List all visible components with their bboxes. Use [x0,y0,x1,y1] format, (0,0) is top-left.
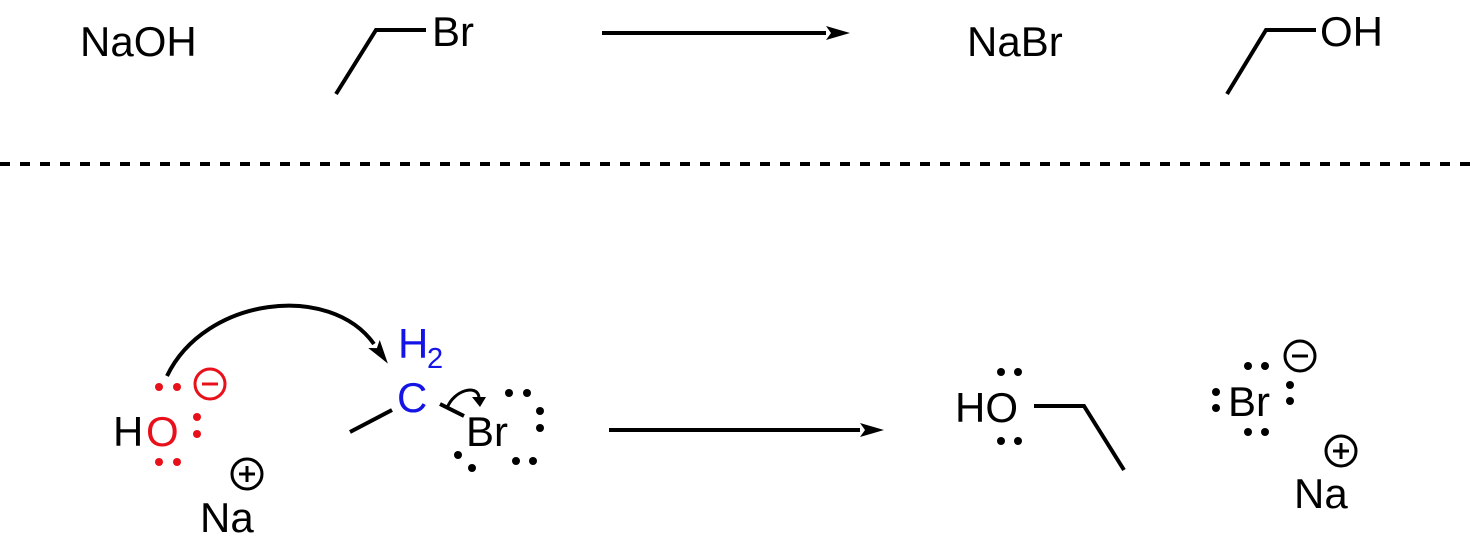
hydroxide-h: H [113,408,143,455]
leaving-br-lone-pairs [454,389,544,472]
bromoethane-br: Br [432,8,474,55]
ethanol: OH [1225,8,1383,96]
bromoethane-skeleton [334,28,426,96]
carbon-h: H [398,320,428,367]
methyl-bond [349,408,393,434]
overall-reaction: NaOH Br NaBr OH [80,8,1383,96]
ethanol-skeleton [1225,28,1316,96]
positive-charge-icon [1324,434,1358,468]
hydroxide-o: O [146,408,179,455]
negative-charge-icon [193,367,227,401]
substrate: H 2 C Br [349,320,544,472]
sodium-ion-right: Na [1294,434,1358,517]
bromide-lone-pairs [1212,362,1294,436]
leaving-group-arrow [445,388,481,409]
hydroxide-ion: H O [113,367,227,466]
bromide-br: Br [1228,378,1270,425]
carbon-h-count: 2 [427,343,443,375]
ethanol-oh: OH [1320,8,1383,55]
ethanol-product: HO [955,368,1126,472]
leaving-br: Br [466,408,508,455]
bromoethane: Br [334,8,474,96]
product-nabr: NaBr [967,18,1063,65]
carbon: C [397,374,427,421]
sodium-left-label: Na [200,494,254,541]
positive-charge-icon [230,457,264,491]
ethanol-lone-pairs [997,368,1022,445]
mechanism: H O Na H 2 [113,303,1358,541]
ethanol-ho: HO [955,384,1018,431]
negative-charge-icon [1283,339,1317,373]
leaving-group-arrow-head [472,397,486,407]
reagent-naoh: NaOH [80,18,197,65]
bromide-ion: Br [1212,339,1317,436]
nucleophilic-attack-arrow [165,303,388,377]
sodium-ion-left: Na [200,457,264,541]
hydroxide-lone-pairs [155,383,201,466]
c-br-bond [439,402,465,418]
ethanol-chain [1034,404,1126,472]
sodium-right-label: Na [1294,470,1348,517]
